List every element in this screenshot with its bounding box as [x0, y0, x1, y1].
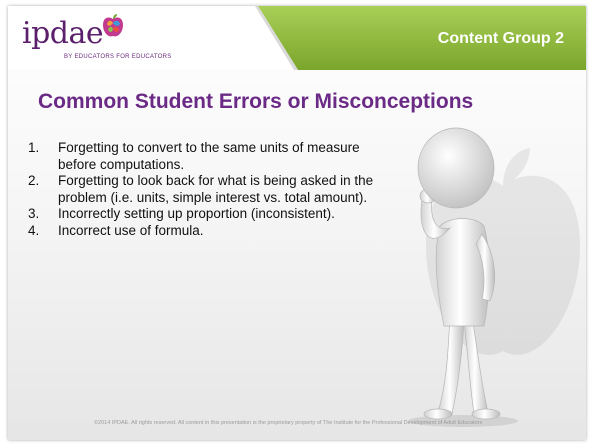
list-item: 2. Forgetting to look back for what is b…	[28, 173, 388, 206]
slide: ipdae BY EDUCATORS FOR EDUCATORS Content…	[8, 6, 586, 440]
misconceptions-list: 1. Forgetting to convert to the same uni…	[28, 140, 388, 239]
apple-logo-icon	[103, 14, 123, 37]
list-text: Forgetting to convert to the same units …	[58, 140, 360, 172]
footer-copyright: ©2014 IPDAE. All rights reserved. All co…	[94, 420, 483, 426]
list-text: Incorrectly setting up proportion (incon…	[58, 206, 335, 221]
list-number: 2.	[28, 173, 40, 188]
list-number: 1.	[28, 140, 40, 155]
list-item: 4. Incorrect use of formula.	[28, 223, 388, 240]
content-group-label: Content Group 2	[437, 30, 564, 47]
logo-wordmark: ipdae	[22, 16, 104, 51]
thinking-figure-icon	[408, 127, 518, 427]
logo-tab	[8, 6, 298, 70]
list-number: 3.	[28, 206, 40, 221]
slide-title: Common Student Errors or Misconceptions	[38, 90, 474, 113]
list-item: 1. Forgetting to convert to the same uni…	[28, 140, 388, 173]
list-number: 4.	[28, 222, 40, 238]
list-text: Incorrect use of formula.	[58, 222, 204, 238]
list-item: 3. Incorrectly setting up proportion (in…	[28, 206, 388, 223]
logo-tagline: BY EDUCATORS FOR EDUCATORS	[64, 54, 172, 60]
list-text: Forgetting to look back for what is bein…	[58, 173, 374, 205]
